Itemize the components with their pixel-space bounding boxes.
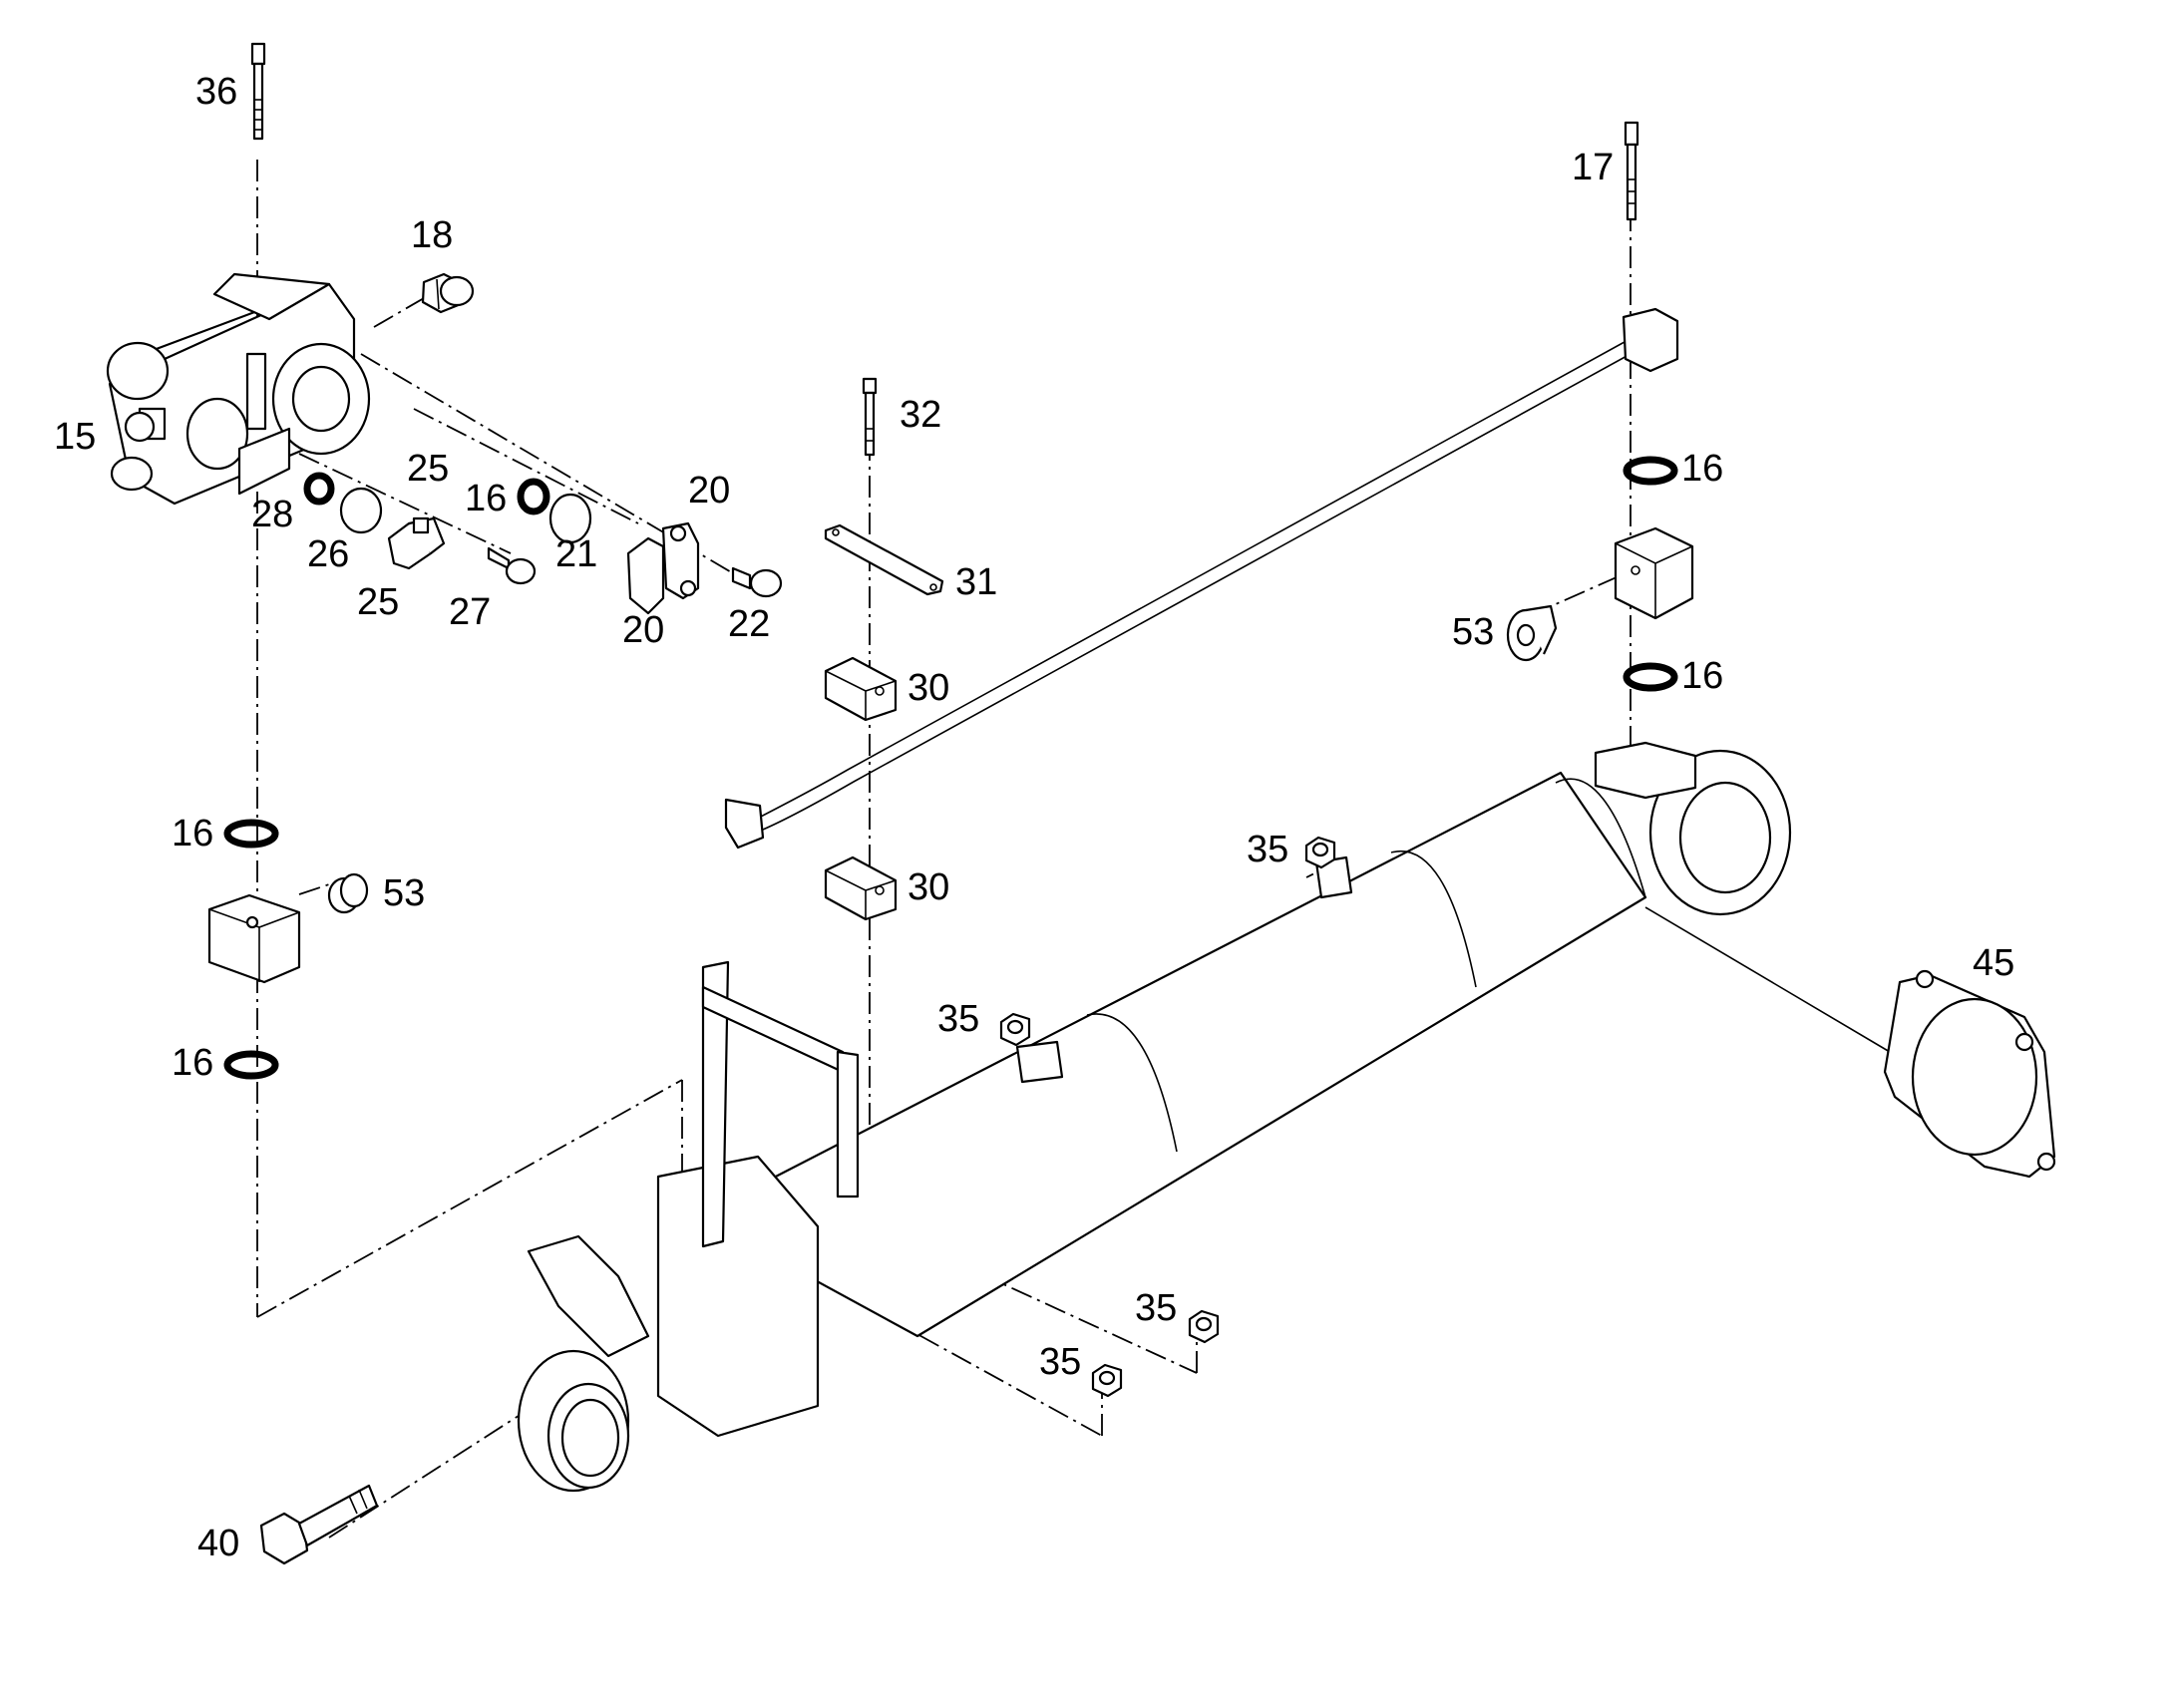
callout-26: 26	[307, 533, 349, 575]
callout-25b: 25	[357, 581, 399, 623]
callout-20a: 20	[688, 470, 730, 512]
callout-35b: 35	[937, 998, 979, 1040]
plug-53a-icon	[1506, 604, 1558, 662]
spacer-block-right-icon	[1614, 526, 1694, 620]
callout-16a: 16	[465, 478, 507, 519]
callout-36: 36	[195, 71, 237, 113]
seal-28-icon	[303, 472, 335, 506]
callout-30b: 30	[908, 866, 949, 908]
callout-35d: 35	[1039, 1341, 1081, 1383]
callout-25a: 25	[407, 448, 449, 490]
plate-21-icon	[548, 493, 592, 544]
screw-27-icon	[487, 546, 537, 585]
callout-16d: 16	[172, 813, 213, 854]
spacer-block-left-icon	[207, 893, 301, 984]
callout-53a: 53	[1452, 611, 1494, 653]
callout-labels: 36 18 15 28 25 16 20 26 21 25 27 20 22 3…	[54, 71, 2014, 1564]
callout-22: 22	[728, 603, 770, 645]
nut-35a-icon	[1304, 836, 1336, 869]
bolt-40-icon	[259, 1484, 379, 1565]
nut-35d-icon	[1091, 1363, 1123, 1398]
callout-16c: 16	[1681, 655, 1723, 697]
callout-31: 31	[955, 561, 997, 603]
callout-28: 28	[251, 494, 293, 535]
callout-35a: 35	[1247, 829, 1288, 870]
hydraulic-pipe-icon	[724, 307, 1679, 850]
callout-17: 17	[1572, 147, 1614, 188]
clamp-25-icon	[387, 516, 446, 570]
fitting-18-icon	[421, 272, 475, 314]
nut-35c-icon	[1188, 1309, 1220, 1344]
callout-20b: 20	[622, 609, 664, 651]
callout-16e: 16	[172, 1042, 213, 1084]
bolt-36-icon	[250, 42, 266, 141]
screw-22-icon	[731, 566, 783, 598]
seal-16a-icon	[517, 478, 550, 515]
callout-45: 45	[1973, 942, 2014, 984]
nut-35b-icon	[999, 1012, 1031, 1047]
o-rings-16-icon	[223, 456, 1678, 1080]
clamp-30b-icon	[824, 855, 898, 921]
flange-20-icon	[626, 521, 700, 615]
mount-bracket-45-icon	[1883, 969, 2056, 1179]
callout-35c: 35	[1135, 1287, 1177, 1329]
hydraulic-cylinder-icon	[517, 741, 1792, 1493]
callout-21: 21	[555, 533, 597, 575]
callout-15: 15	[54, 416, 96, 458]
callout-32: 32	[900, 394, 941, 436]
callout-16b: 16	[1681, 448, 1723, 490]
plate-26-icon	[339, 487, 383, 534]
callout-27: 27	[449, 591, 491, 633]
callout-40: 40	[197, 1523, 239, 1564]
bolt-32-icon	[862, 377, 878, 457]
callout-53b: 53	[383, 872, 425, 914]
callout-18: 18	[411, 214, 453, 256]
callout-30a: 30	[908, 667, 949, 709]
plug-53b-icon	[327, 872, 369, 914]
clamp-30a-icon	[824, 656, 898, 722]
valve-block-15-icon	[106, 272, 371, 506]
strap-31-icon	[824, 523, 944, 596]
bolt-17-icon	[1624, 121, 1639, 221]
